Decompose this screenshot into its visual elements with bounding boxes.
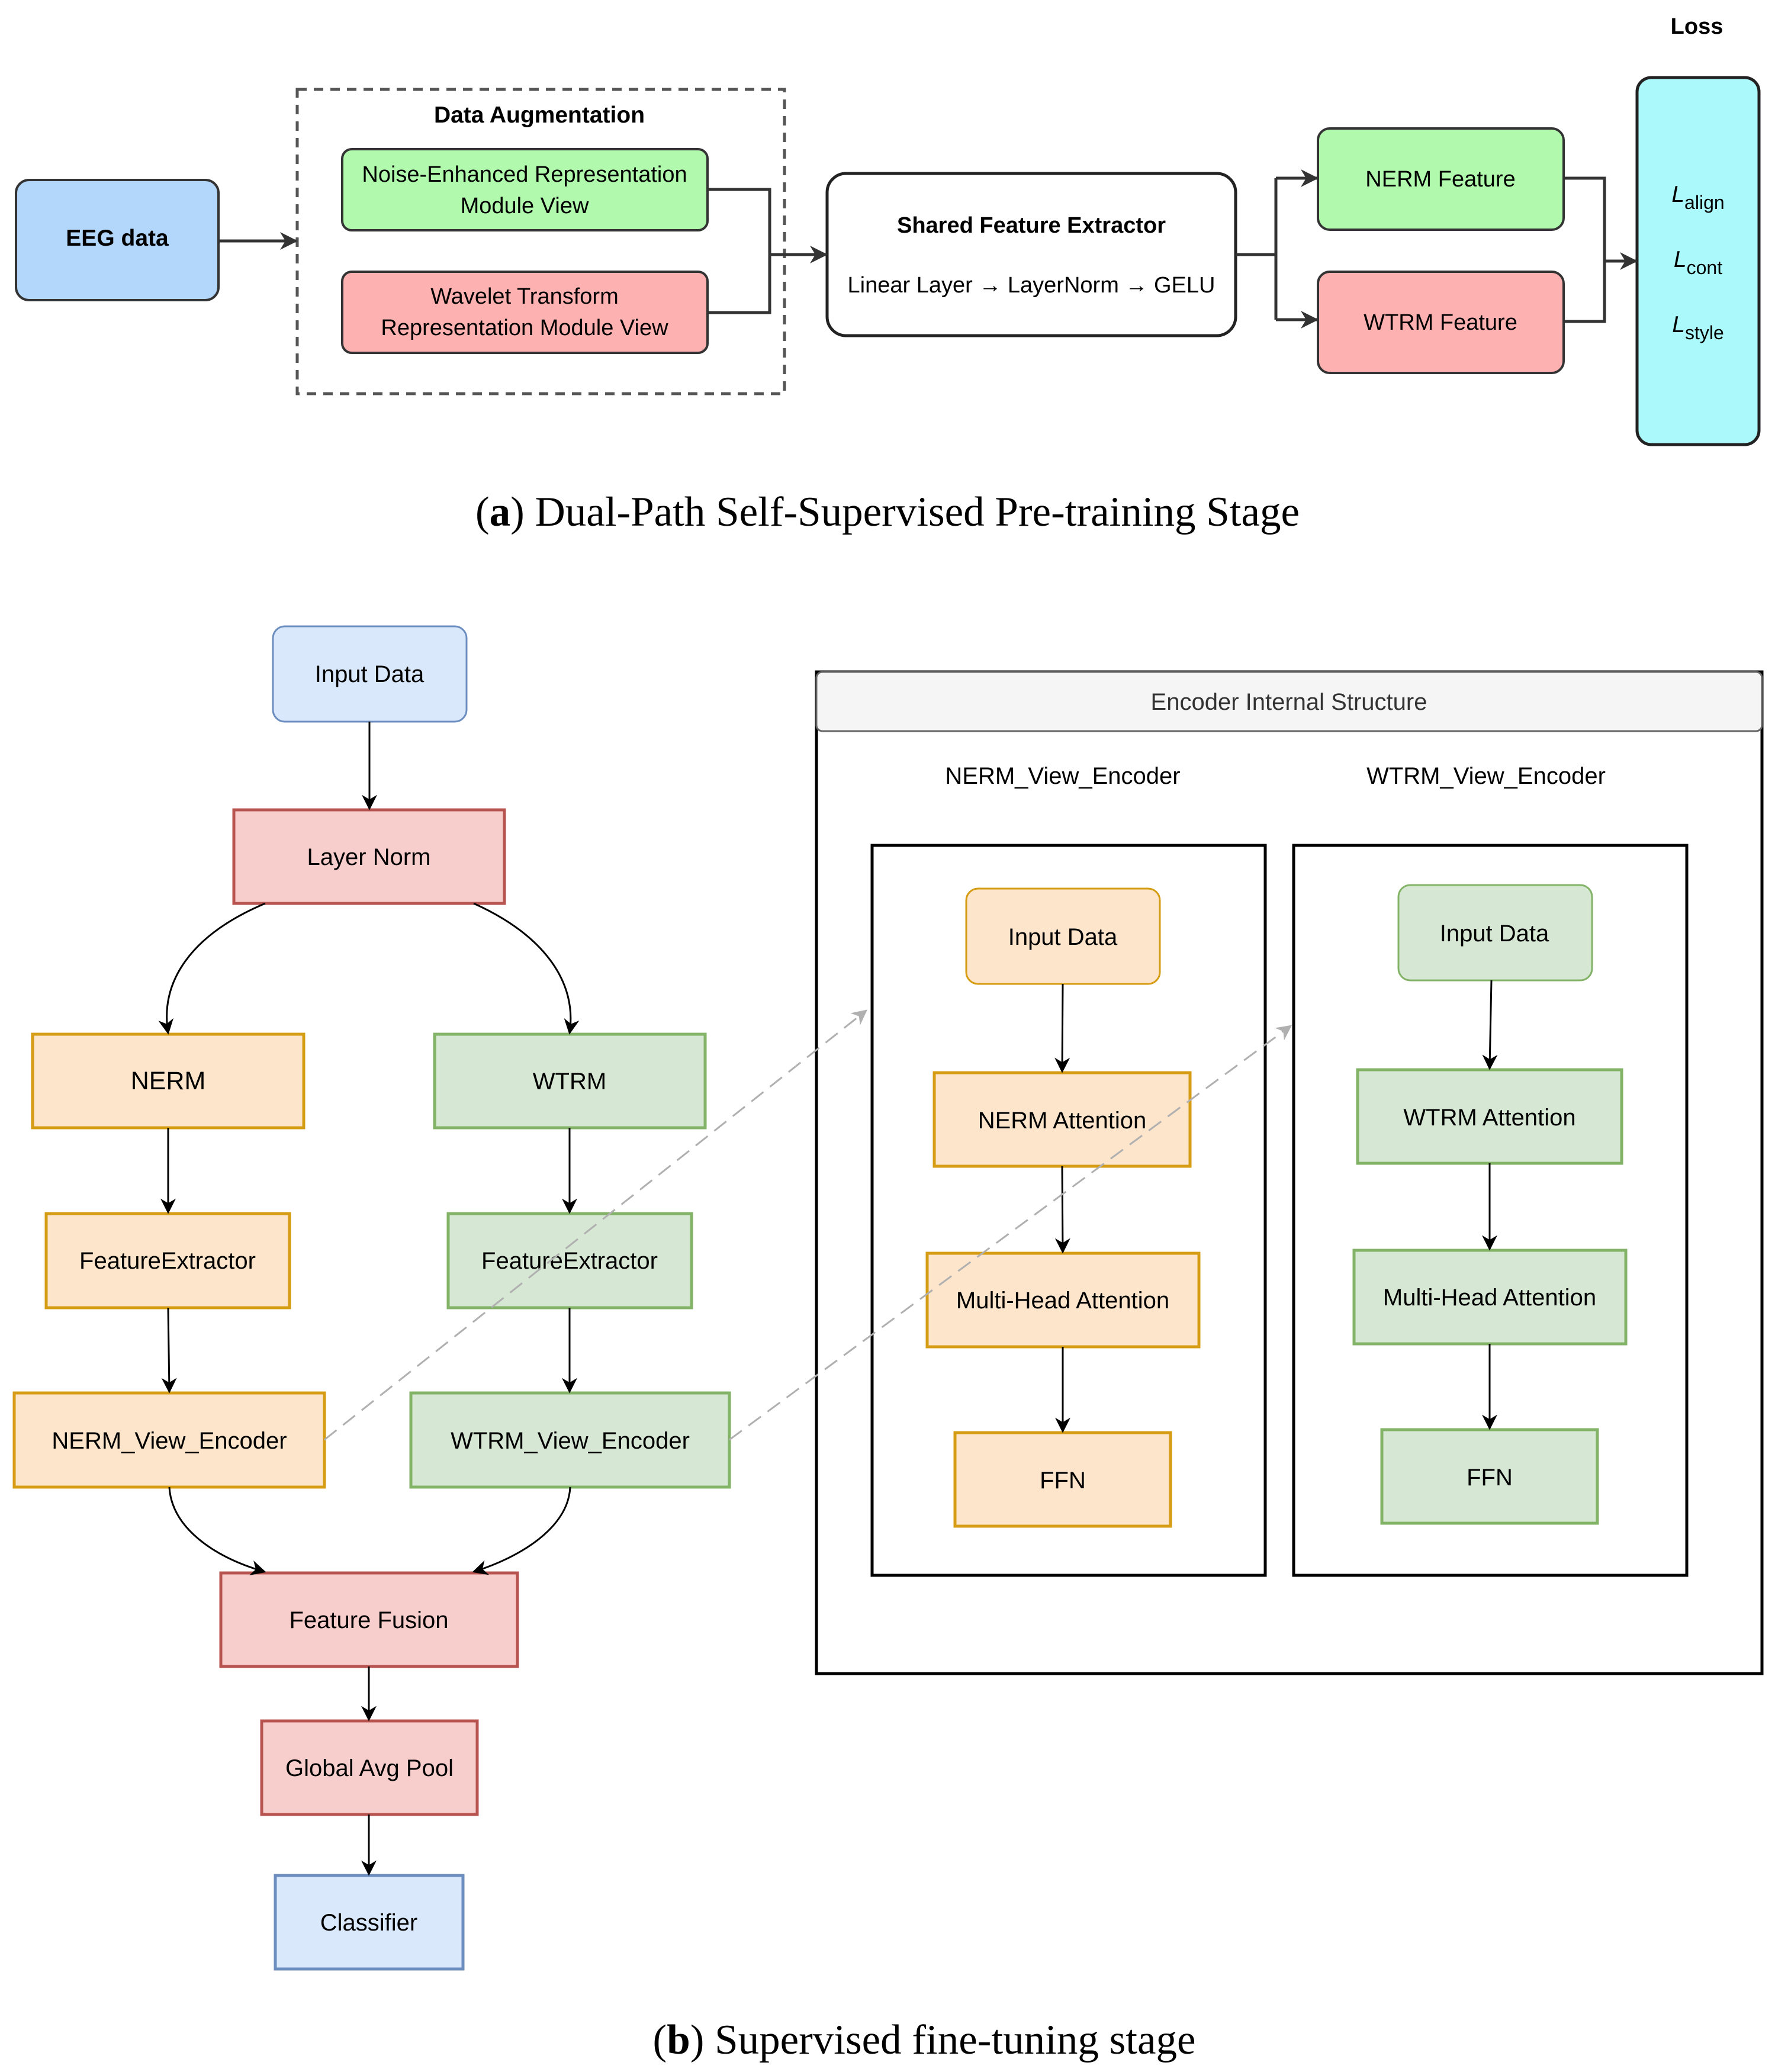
input-data-label: Input Data bbox=[315, 661, 425, 687]
wtrm-node: WTRM bbox=[433, 1032, 707, 1130]
nerm-view-encoder-node: NERM_View_Encoder bbox=[12, 1391, 326, 1489]
wtrm-view-line-1: Wavelet Transform bbox=[430, 284, 618, 309]
feature-extractor-left-node: FeatureExtractor bbox=[44, 1212, 291, 1310]
wtrm-label: WTRM bbox=[533, 1069, 606, 1095]
feature-fusion-node: Feature Fusion bbox=[219, 1571, 519, 1668]
nerm-enc-input-node: Input Data bbox=[965, 887, 1161, 985]
stage-b: Input Data Layer Norm NERM WTRM FeatureE… bbox=[12, 625, 1764, 2063]
nerm-encoder-column-label: NERM_View_Encoder bbox=[945, 763, 1180, 789]
nerm-ffn-label: FFN bbox=[1040, 1468, 1086, 1494]
wtrm-enc-input-node: Input Data bbox=[1397, 884, 1593, 982]
nerm-mha-label: Multi-Head Attention bbox=[956, 1288, 1169, 1314]
arrow-fe-to-nerm-encoder bbox=[161, 1307, 177, 1394]
classifier-node: Classifier bbox=[274, 1874, 465, 1971]
wtrm-ffn-node: FFN bbox=[1380, 1428, 1599, 1525]
wtrm-attention-label: WTRM Attention bbox=[1403, 1105, 1575, 1131]
wtrm-ffn-label: FFN bbox=[1467, 1465, 1513, 1491]
eeg-data-label: EEG data bbox=[66, 226, 169, 251]
bracket-views-merge bbox=[708, 188, 771, 314]
wtrm-view-encoder-label: WTRM_View_Encoder bbox=[451, 1428, 690, 1454]
arrow-wtrm-encoder-to-fusion bbox=[472, 1487, 571, 1575]
shared-feature-extractor-node: Shared Feature Extractor Linear Layer → … bbox=[825, 172, 1237, 337]
nerm-attention-node: NERM Attention bbox=[932, 1071, 1192, 1168]
input-data-node: Input Data bbox=[272, 625, 468, 723]
wtrm-enc-input-label: Input Data bbox=[1440, 921, 1549, 947]
caption-b: (b) Supervised fine-tuning stage bbox=[653, 2017, 1196, 2063]
nerm-feature-node: NERM Feature bbox=[1317, 127, 1565, 231]
encoder-internal-structure-panel: Encoder Internal Structure NERM_View_Enc… bbox=[815, 670, 1764, 1675]
layer-norm-node: Layer Norm bbox=[232, 808, 506, 905]
feature-extractor-right-label: FeatureExtractor bbox=[481, 1248, 658, 1274]
loss-title: Loss bbox=[1671, 14, 1723, 39]
encoder-internal-structure-title: Encoder Internal Structure bbox=[1151, 689, 1427, 715]
nerm-feature-label: NERM Feature bbox=[1365, 167, 1515, 192]
wtrm-mha-node: Multi-Head Attention bbox=[1352, 1249, 1628, 1346]
nerm-view-node: Noise-Enhanced Representation Module Vie… bbox=[341, 148, 709, 231]
wtrm-view-node: Wavelet Transform Representation Module … bbox=[341, 271, 709, 354]
global-avg-pool-label: Global Avg Pool bbox=[285, 1755, 454, 1781]
wtrm-encoder-column-label: WTRM_View_Encoder bbox=[1366, 763, 1606, 789]
nerm-view-line-1: Noise-Enhanced Representation bbox=[362, 162, 687, 187]
nerm-view-line-2: Module View bbox=[461, 194, 589, 218]
nerm-encoder-frame bbox=[870, 844, 1267, 1577]
loss-cont: Lcont bbox=[1674, 247, 1722, 278]
eeg-data-node: EEG data bbox=[15, 179, 220, 301]
wtrm-attention-node: WTRM Attention bbox=[1356, 1068, 1623, 1165]
wtrm-feature-label: WTRM Feature bbox=[1364, 310, 1517, 335]
layer-norm-label: Layer Norm bbox=[307, 844, 431, 870]
pointer-wtrm-encoder-detail bbox=[729, 1025, 1292, 1441]
wtrm-view-line-2: Representation Module View bbox=[381, 316, 668, 340]
nerm-ffn-node: FFN bbox=[953, 1431, 1172, 1528]
nerm-enc-input-label: Input Data bbox=[1008, 924, 1118, 950]
wtrm-mha-label: Multi-Head Attention bbox=[1383, 1285, 1596, 1311]
arrow-layernorm-to-nerm bbox=[158, 902, 266, 1035]
feature-extractor-left-label: FeatureExtractor bbox=[79, 1248, 256, 1274]
arrow-layernorm-to-wtrm bbox=[473, 902, 580, 1035]
bracket-extractor-split bbox=[1236, 178, 1278, 320]
detail-pointers bbox=[324, 1009, 1292, 1441]
wtrm-view-encoder-node: WTRM_View_Encoder bbox=[409, 1391, 731, 1489]
data-augmentation-title: Data Augmentation bbox=[434, 102, 645, 128]
wtrm-encoder-frame bbox=[1292, 844, 1689, 1577]
nerm-attention-label: NERM Attention bbox=[978, 1108, 1147, 1134]
classifier-label: Classifier bbox=[320, 1910, 417, 1936]
nerm-node: NERM bbox=[31, 1032, 306, 1130]
nerm-view-encoder-label: NERM_View_Encoder bbox=[52, 1428, 287, 1454]
feature-extractor-right-node: FeatureExtractor bbox=[446, 1212, 693, 1310]
global-avg-pool-node: Global Avg Pool bbox=[260, 1719, 479, 1816]
nerm-mha-node: Multi-Head Attention bbox=[925, 1251, 1201, 1349]
nerm-label: NERM bbox=[131, 1067, 206, 1095]
shared-feature-extractor-body: Linear Layer → LayerNorm → GELU bbox=[848, 273, 1216, 298]
bracket-features-merge bbox=[1564, 176, 1606, 323]
loss-style: Lstyle bbox=[1672, 312, 1724, 343]
stage-a-connectors bbox=[218, 169, 1638, 329]
caption-a: (a) Dual-Path Self-Supervised Pre-traini… bbox=[475, 489, 1300, 535]
encoder-internal-arrows bbox=[1054, 980, 1498, 1433]
stage-b-connectors bbox=[158, 722, 580, 1876]
loss-align: Lalign bbox=[1671, 182, 1724, 213]
stage-a: EEG data Data Augmentation Noise-Enhance… bbox=[15, 14, 1761, 535]
arrow-nerm-encoder-to-fusion bbox=[168, 1487, 266, 1576]
shared-feature-extractor-title: Shared Feature Extractor bbox=[897, 213, 1166, 238]
loss-node: Loss Lalign Lcont Lstyle bbox=[1635, 14, 1761, 446]
pointer-nerm-encoder-detail bbox=[324, 1009, 868, 1441]
wtrm-feature-node: WTRM Feature bbox=[1317, 271, 1565, 374]
feature-fusion-label: Feature Fusion bbox=[289, 1607, 448, 1633]
